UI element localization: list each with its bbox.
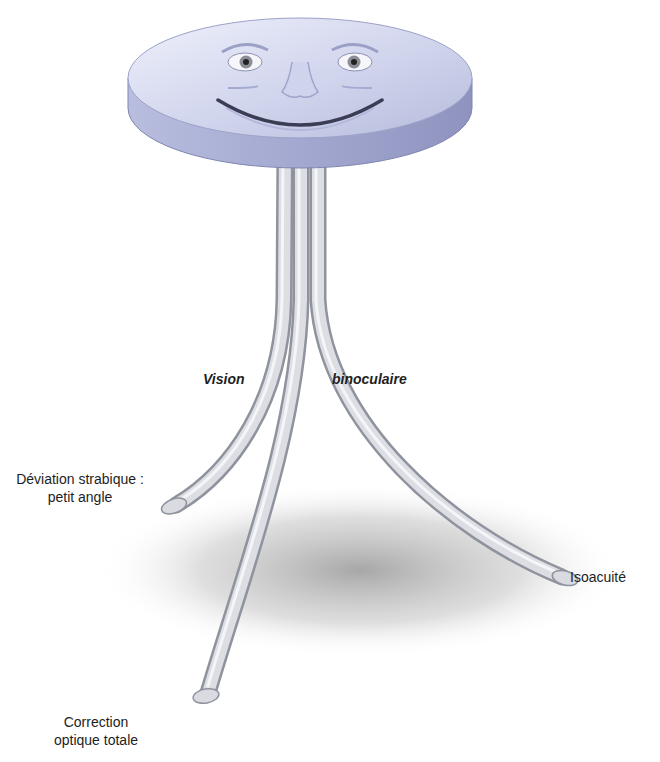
leg-highlight bbox=[180, 160, 556, 686]
title-part: Vision bbox=[203, 370, 245, 388]
title-part: binoculaire bbox=[332, 370, 407, 388]
title-part: Vision bbox=[203, 370, 245, 388]
leg-feet bbox=[159, 495, 579, 705]
leg-label: Correction optique totale bbox=[40, 713, 152, 749]
leg-label: Déviation strabique : petit angle bbox=[2, 470, 158, 506]
leg-label: Isoacuité bbox=[570, 568, 626, 586]
stool-legs bbox=[176, 150, 562, 693]
seat-top bbox=[128, 18, 472, 138]
leg-label: Isoacuité bbox=[570, 568, 626, 586]
face bbox=[218, 44, 382, 130]
leg-label: Déviation strabique : petit angle bbox=[2, 470, 158, 506]
leg-label: Correction optique totale bbox=[40, 713, 152, 749]
stool-legs-fill bbox=[176, 150, 562, 693]
title-part: binoculaire bbox=[332, 370, 407, 388]
